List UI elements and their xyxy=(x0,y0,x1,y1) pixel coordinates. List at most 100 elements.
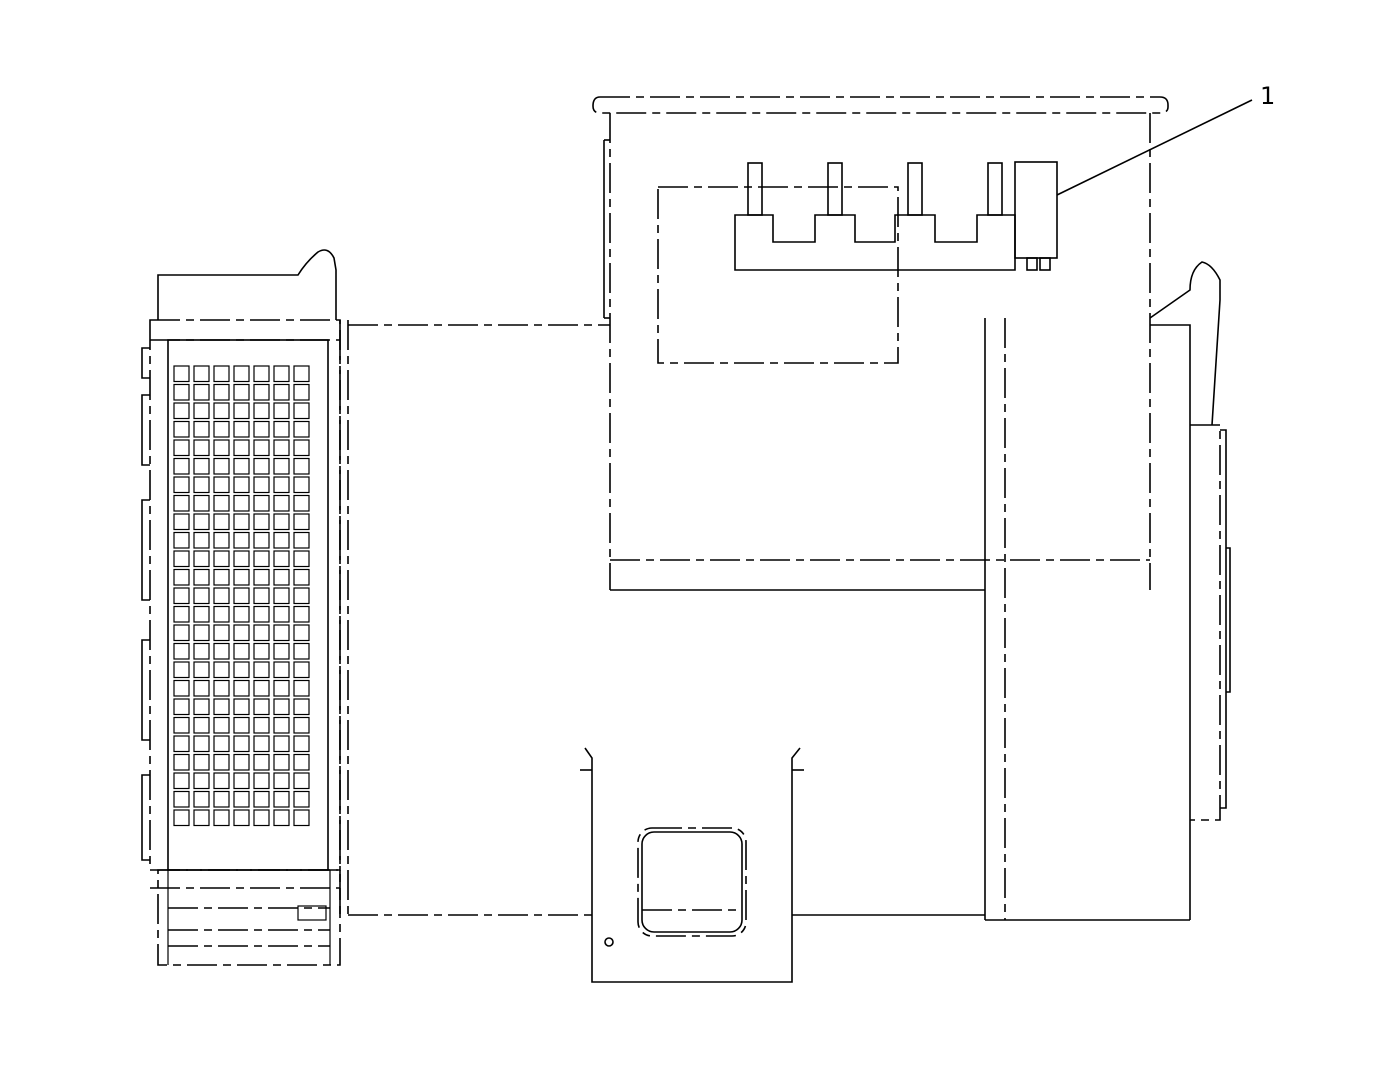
grille-cell xyxy=(273,513,290,531)
grille-cell xyxy=(293,439,310,457)
grille-cell xyxy=(233,513,250,531)
grille-cell xyxy=(213,457,230,475)
grille-cell xyxy=(293,661,310,679)
grille-cell xyxy=(293,513,310,531)
grille-cell xyxy=(293,735,310,753)
grille-cell xyxy=(293,402,310,420)
grille-cell xyxy=(253,439,270,457)
grille-cell xyxy=(173,383,190,401)
grille-cell xyxy=(213,513,230,531)
grille-cell xyxy=(293,568,310,586)
frame-band xyxy=(984,318,1006,921)
grille-cell xyxy=(193,790,210,808)
grille-cell xyxy=(253,642,270,660)
grille-cell xyxy=(173,439,190,457)
grille-cell xyxy=(213,402,230,420)
grille-cell xyxy=(293,494,310,512)
grille-cell xyxy=(193,531,210,549)
grille-cell xyxy=(293,809,310,827)
generator-body xyxy=(348,324,1190,921)
grille-cell xyxy=(193,753,210,771)
grille-cell xyxy=(253,383,270,401)
grille-cell xyxy=(293,365,310,383)
grille-cell xyxy=(273,605,290,623)
terminal-stud xyxy=(907,162,923,216)
grille-cell xyxy=(293,587,310,605)
terminal-stud xyxy=(987,162,1003,216)
grille-cell xyxy=(233,365,250,383)
grille-cell xyxy=(273,383,290,401)
grille-cell xyxy=(213,587,230,605)
grille-cell xyxy=(173,420,190,438)
grille-cell xyxy=(293,698,310,716)
grille-cell xyxy=(233,753,250,771)
grille-cell xyxy=(233,402,250,420)
grille-cell xyxy=(233,531,250,549)
radiator-top-cap xyxy=(157,249,337,320)
grille-cell xyxy=(173,494,190,512)
grille-cell xyxy=(233,457,250,475)
grille-cell xyxy=(193,402,210,420)
grille-cell xyxy=(193,476,210,494)
grille-cell xyxy=(213,698,230,716)
grille-cell xyxy=(273,457,290,475)
grille-cell xyxy=(253,809,270,827)
grille-cell xyxy=(233,790,250,808)
grille-cell xyxy=(193,365,210,383)
grille-cell xyxy=(233,642,250,660)
grille-cell xyxy=(193,513,210,531)
grille-cell xyxy=(253,661,270,679)
grille-cell xyxy=(253,568,270,586)
grille-cell xyxy=(193,661,210,679)
grille-cell xyxy=(233,587,250,605)
radiator-grille xyxy=(173,365,310,827)
grille-cell xyxy=(173,457,190,475)
grille-cell xyxy=(213,605,230,623)
grille-cell xyxy=(213,494,230,512)
grille-cell xyxy=(193,494,210,512)
grille-cell xyxy=(253,513,270,531)
grille-cell xyxy=(293,679,310,697)
grille-cell xyxy=(233,494,250,512)
grille-cell xyxy=(293,624,310,642)
component-1 xyxy=(1014,161,1058,259)
grille-cell xyxy=(273,716,290,734)
grille-cell xyxy=(193,735,210,753)
grille-cell xyxy=(293,383,310,401)
grille-cell xyxy=(213,716,230,734)
grille-cell xyxy=(293,550,310,568)
grille-cell xyxy=(293,605,310,623)
grille-cell xyxy=(233,809,250,827)
grille-cell xyxy=(193,809,210,827)
mounting-hole xyxy=(604,937,614,947)
grille-cell xyxy=(253,550,270,568)
grille-cell xyxy=(233,735,250,753)
terminal-box: 1 xyxy=(592,82,1275,591)
grille-cell xyxy=(233,679,250,697)
grille-cell xyxy=(293,531,310,549)
grille-cell xyxy=(253,476,270,494)
grille-cell xyxy=(213,420,230,438)
mounting-foot xyxy=(580,747,804,983)
grille-cell xyxy=(253,716,270,734)
grille-cell xyxy=(253,698,270,716)
grille-cell xyxy=(273,772,290,790)
grille-cell xyxy=(213,439,230,457)
terminal-stud xyxy=(747,162,763,216)
drive-end-bell xyxy=(1149,261,1231,920)
grille-cell xyxy=(273,420,290,438)
grille-cell xyxy=(273,587,290,605)
grille-cell xyxy=(253,772,270,790)
grille-cell xyxy=(273,568,290,586)
grille-cell xyxy=(173,735,190,753)
grille-cell xyxy=(233,772,250,790)
radiator-bottom-frame xyxy=(157,869,341,966)
grille-cell xyxy=(253,457,270,475)
terminal-stud xyxy=(827,162,843,216)
grille-cell xyxy=(193,624,210,642)
access-cover-inner xyxy=(641,831,743,933)
grille-cell xyxy=(253,587,270,605)
radiator-side-tabs xyxy=(141,347,150,861)
grille-cell xyxy=(253,679,270,697)
lifting-eye xyxy=(1149,261,1221,426)
